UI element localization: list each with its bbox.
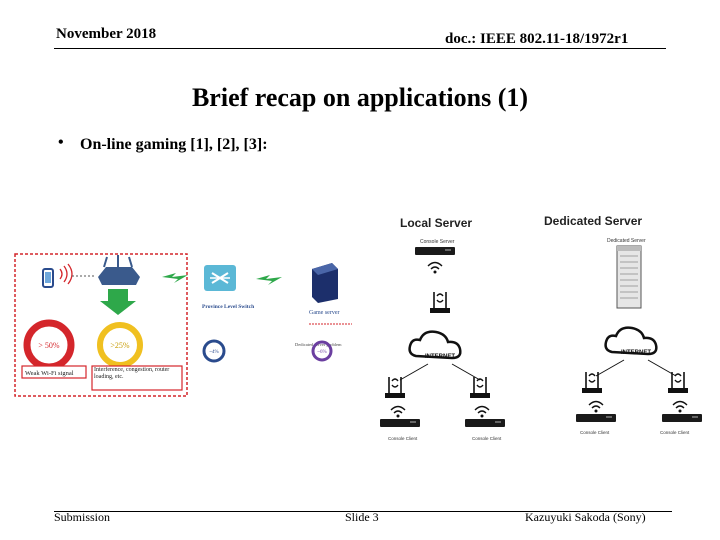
link-bolt-icon [256, 275, 282, 285]
server-percent: ~6% [317, 350, 326, 355]
interference-percent: >25% [110, 341, 130, 350]
footer-author: Kazuyuki Sakoda (Sony) [525, 510, 646, 524]
wifi-icon [588, 400, 604, 414]
down-arrow-icon [100, 289, 136, 315]
switch-percent: ~4% [209, 350, 218, 355]
access-point-icon [469, 376, 491, 399]
console-client-icon [662, 414, 702, 422]
switch-gauge: ~4% [202, 339, 226, 363]
wifi-icon [427, 261, 443, 275]
access-point-icon [667, 371, 689, 394]
console-client-icon [576, 414, 616, 422]
weak-signal-percent: > 50% [38, 341, 60, 350]
console-client-label: Console Client [580, 430, 610, 435]
switch-label: Province Level Switch [202, 304, 254, 310]
bullet-marker: • [58, 134, 64, 151]
weak-signal-gauge: > 50% [23, 319, 75, 371]
server-label: Game server [309, 310, 339, 316]
rack-server-icon [616, 245, 642, 309]
router-icon [98, 255, 140, 285]
footer-slide-number: Slide 3 [345, 510, 379, 524]
bullet-text: On-line gaming [1], [2], [3]: [80, 136, 268, 153]
wifi-icon [474, 405, 490, 419]
weak-signal-icon [59, 263, 73, 285]
server-topology-figure: Local Server Console Server INTERNET Con… [380, 214, 702, 441]
console-server-icon [415, 247, 455, 255]
phone-icon [42, 268, 54, 288]
server-sublabel: Dedicated server problem [295, 342, 342, 347]
header-date: November 2018 [56, 26, 157, 42]
footer-rule [54, 511, 672, 512]
link-bolt-icon [162, 273, 188, 283]
slide-title: Brief recap on applications (1) [191, 83, 529, 112]
footer-submission: Submission [54, 510, 111, 524]
console-server-label: Console Server [420, 239, 455, 245]
interference-gauge: >25% [97, 322, 143, 368]
server-icon [312, 263, 338, 303]
console-client-label: Console Client [388, 436, 418, 441]
latency-causes-figure: > 50% >25% Weak Wi-Fi signal Interferenc… [14, 253, 352, 397]
access-point-icon [581, 371, 603, 394]
dedicated-server-sublabel: Dedicated Server [607, 238, 646, 244]
internet-label: INTERNET [621, 350, 651, 356]
server-gauge: ~6% [311, 340, 333, 362]
console-client-label: Console Client [472, 436, 502, 441]
local-server-heading: Local Server [400, 216, 472, 230]
access-point-icon [384, 376, 406, 399]
switch-icon [204, 265, 236, 291]
interference-label: Interference, congestion, router loading… [94, 367, 170, 380]
access-point-icon [429, 291, 451, 314]
wifi-icon [672, 400, 688, 414]
header-rule [54, 48, 666, 49]
weak-signal-label: Weak Wi-Fi signal [25, 370, 74, 377]
internet-label: INTERNET [425, 354, 455, 360]
figure-border [14, 253, 188, 397]
console-client-icon [465, 419, 505, 427]
header-doc-id: doc.: IEEE 802.11-18/1972r1 [445, 31, 629, 47]
console-client-label: Console Client [660, 430, 690, 435]
console-client-icon [380, 419, 420, 427]
dedicated-server-heading: Dedicated Server [544, 214, 642, 228]
wifi-icon [390, 405, 406, 419]
